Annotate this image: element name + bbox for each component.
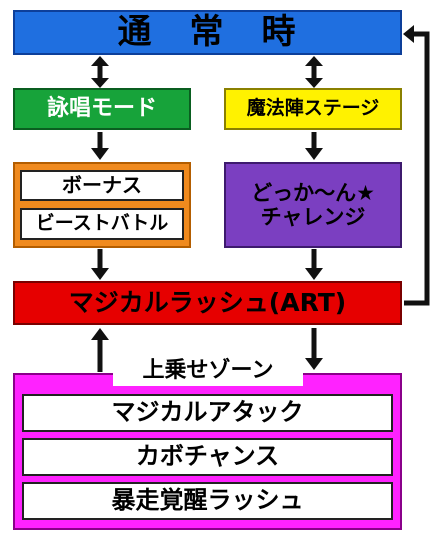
zone-title-box: 上乗せゾーン <box>113 356 303 386</box>
art-box: マジカルラッシュ(ART) <box>13 281 402 325</box>
arrow-zone-art <box>91 328 109 372</box>
zone-title: 上乗せゾーン <box>142 358 274 384</box>
bonus-group: ボーナス ビーストバトル <box>13 162 191 248</box>
zone-item-rampage-rush: 暴走覚醒ラッシュ <box>22 482 393 520</box>
challenge-box: どっか～ん★ チャレンジ <box>224 162 402 248</box>
zone-item-magical-attack: マジカルアタック <box>22 394 393 432</box>
art-label: マジカルラッシュ(ART) <box>68 287 347 317</box>
normal-mode-label: 通 常 時 <box>117 11 298 52</box>
bonus-box: ボーナス <box>20 170 184 201</box>
arrow-chant-bonus <box>91 132 109 160</box>
beast-battle-box: ビーストバトル <box>20 208 184 240</box>
chant-mode-box: 詠唱モード <box>13 88 191 130</box>
beast-battle-label: ビーストバトル <box>35 212 169 235</box>
arrow-art-normal <box>403 25 430 306</box>
zone-item-label: カボチャンス <box>135 442 280 471</box>
magic-stage-box: 魔法陣ステージ <box>224 88 402 130</box>
zone-item-label: 暴走覚醒ラッシュ <box>111 486 304 515</box>
magic-stage-label: 魔法陣ステージ <box>246 97 380 120</box>
bonus-label: ボーナス <box>62 173 142 197</box>
arrow-bonus-art <box>91 249 109 280</box>
zone-item-kabo-chance: カボチャンス <box>22 438 393 476</box>
normal-mode-box: 通 常 時 <box>13 10 402 55</box>
arrow-normal-chant <box>91 56 109 88</box>
zone-group: マジカルアタック カボチャンス 暴走覚醒ラッシュ <box>13 373 402 530</box>
chant-mode-label: 詠唱モード <box>46 96 157 122</box>
arrow-challenge-art <box>305 249 323 280</box>
arrow-art-zone <box>305 328 323 370</box>
arrow-magic-challenge <box>305 132 323 160</box>
arrow-normal-magic <box>305 56 323 88</box>
zone-item-label: マジカルアタック <box>111 398 304 427</box>
challenge-line2: チャレンジ <box>260 205 366 229</box>
challenge-line1: どっか～ん★ <box>251 180 375 205</box>
